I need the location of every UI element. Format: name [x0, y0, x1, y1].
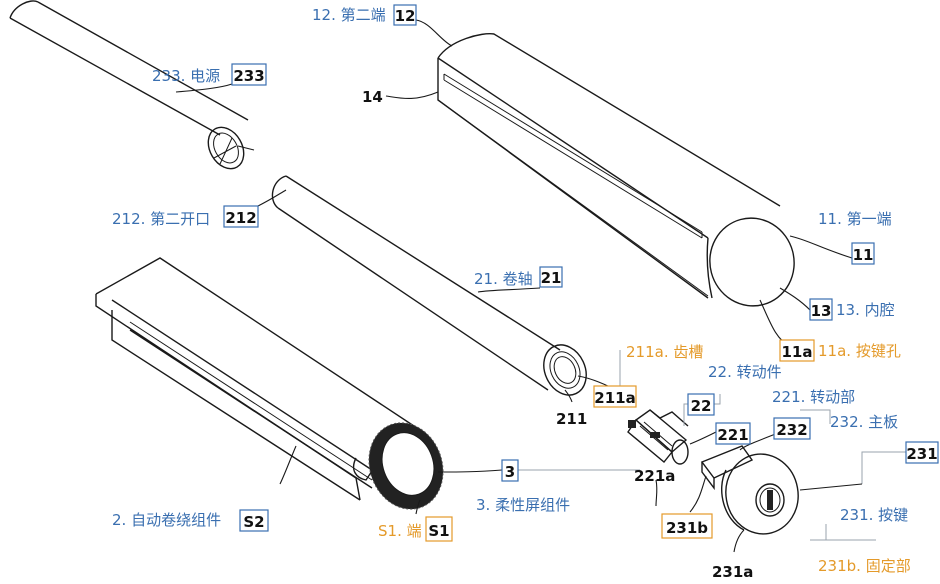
button-assembly	[700, 445, 799, 535]
label-second-opening: 212. 第二开口	[112, 210, 210, 228]
ref-231: 231	[906, 445, 937, 463]
num-231a: 231a	[712, 563, 753, 581]
label-inner-cavity: 13. 内腔	[836, 301, 895, 319]
ref-232: 232	[776, 421, 807, 439]
scroll-shaft	[271, 175, 587, 396]
ref-233: 233	[233, 67, 264, 85]
label-key-hole: 11a. 按键孔	[818, 342, 901, 360]
ref-11a: 11a	[782, 343, 813, 361]
flexible-screen-roll	[368, 422, 444, 510]
housing	[437, 33, 795, 307]
ref-21: 21	[541, 269, 562, 287]
label-auto-winding: 2. 自动卷绕组件	[112, 511, 221, 529]
label-rotating-part: 221. 转动部	[772, 388, 855, 406]
ref-12: 12	[395, 7, 416, 25]
ref-211a: 211a	[594, 389, 635, 407]
label-button: 231. 按键	[840, 506, 908, 524]
ref-11: 11	[853, 246, 874, 264]
boxed-reference-numerals: 12 233 212 11 21 13 11a 211a 22 221 232 …	[223, 4, 939, 542]
label-first-end: 11. 第一端	[818, 210, 892, 228]
label-second-end: 12. 第二端	[312, 6, 386, 24]
label-scroll-shaft: 21. 卷轴	[474, 270, 533, 288]
ref-231b: 231b	[666, 519, 708, 537]
ref-3: 3	[505, 463, 515, 481]
ref-212: 212	[225, 209, 256, 227]
auto-winding-frame	[95, 257, 421, 501]
plain-reference-numbers: 14 211 221a 231a	[362, 88, 753, 581]
label-fixing-part: 231b. 固定部	[818, 557, 911, 575]
diagram-labels: 12. 第二端 233. 电源 212. 第二开口 11. 第一端 21. 卷轴…	[112, 6, 911, 575]
num-211: 211	[556, 410, 587, 428]
rotating-member	[627, 409, 689, 465]
label-main-board: 232. 主板	[830, 413, 898, 431]
label-flexible-screen: 3. 柔性屏组件	[476, 496, 570, 514]
num-14: 14	[362, 88, 383, 106]
leader-lines	[175, 19, 906, 553]
label-power: 233. 电源	[152, 67, 220, 85]
label-rotating-member: 22. 转动件	[708, 363, 782, 381]
ref-221: 221	[717, 426, 748, 444]
label-end-s1: S1. 端	[378, 522, 422, 540]
label-tooth-groove: 211a. 齿槽	[626, 343, 703, 361]
num-221a: 221a	[634, 467, 675, 485]
ref-22: 22	[691, 397, 712, 415]
ref-S1: S1	[428, 522, 449, 540]
ref-13: 13	[811, 302, 832, 320]
power-supply-tube	[9, 0, 255, 170]
ref-S2: S2	[243, 513, 264, 531]
